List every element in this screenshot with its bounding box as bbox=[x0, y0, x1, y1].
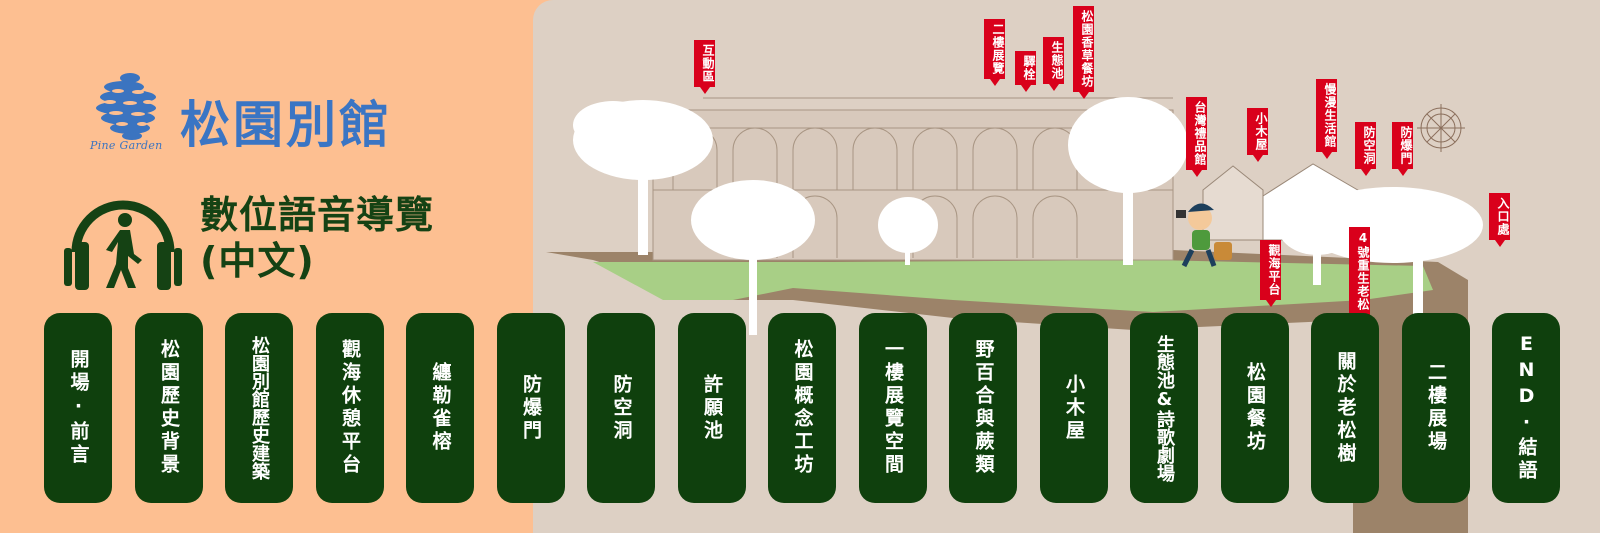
map-marker-herb-restaurant[interactable]: 松園香草餐坊 bbox=[1073, 6, 1094, 99]
map-marker-yi-shuan[interactable]: 驛栓 bbox=[1015, 51, 1036, 92]
guide-title-main: 數位語音導覽 bbox=[200, 193, 435, 237]
chapter-button-historic-building[interactable]: 松園別館歷史建築 bbox=[225, 313, 293, 503]
chapter-button-ending[interactable]: END·結語 bbox=[1492, 313, 1560, 503]
chapter-button-concept-workshop[interactable]: 松園概念工坊 bbox=[768, 313, 836, 503]
guide-title-language: (中文) bbox=[200, 239, 315, 284]
map-marker-blast-door[interactable]: 防爆門 bbox=[1392, 122, 1413, 176]
chapter-button-air-raid-shelter[interactable]: 防空洞 bbox=[587, 313, 655, 503]
chapter-button-opening[interactable]: 開場·前言 bbox=[44, 313, 112, 503]
guide-title: 數位語音導覽 (中文) bbox=[200, 192, 434, 285]
chapter-button-second-floor-exhibit[interactable]: 二樓展場 bbox=[1401, 313, 1470, 503]
brand-title: 松園別館 bbox=[180, 96, 392, 154]
map-marker-air-raid-shelter[interactable]: 防空洞 bbox=[1355, 122, 1376, 176]
chapter-button-wishing-pond[interactable]: 許願池 bbox=[677, 313, 746, 503]
chapter-button-strangler-fig[interactable]: 纏勒雀榕 bbox=[406, 313, 474, 503]
chapter-button-about-old-pines[interactable]: 關於老松樹 bbox=[1311, 313, 1379, 503]
logo-subtitle: Pine Garden bbox=[90, 139, 163, 152]
chapter-button-log-cabin[interactable]: 小木屋 bbox=[1039, 313, 1108, 503]
compass-rose-icon bbox=[1417, 104, 1465, 152]
map-marker-reborn-pine-4[interactable]: 4號重生老松 bbox=[1349, 227, 1370, 315]
map-marker-sea-view-platform[interactable]: 觀海平台 bbox=[1260, 240, 1281, 307]
chapter-button-history-background[interactable]: 松園歷史背景 bbox=[134, 313, 203, 503]
map-marker-slow-life-hall[interactable]: 慢漫生活館 bbox=[1316, 79, 1337, 159]
map-marker-entrance[interactable]: 入口處 bbox=[1489, 193, 1510, 247]
map-marker-log-cabin[interactable]: 小木屋 bbox=[1247, 108, 1268, 162]
pine-cone-logo-icon bbox=[96, 73, 156, 140]
headphones-walking-person-icon bbox=[64, 200, 182, 290]
chapter-button-first-floor-exhibit[interactable]: 一樓展覽空間 bbox=[858, 313, 927, 503]
chapter-button-lily-and-ferns[interactable]: 野百合與蕨類 bbox=[949, 313, 1017, 503]
map-marker-second-floor-exhibit[interactable]: 二樓展覽 bbox=[984, 19, 1005, 86]
tourist-character-icon bbox=[1176, 203, 1232, 268]
map-marker-gift-shop[interactable]: 台灣禮品館 bbox=[1186, 97, 1207, 177]
chapter-button-row: 開場·前言 松園歷史背景 松園別館歷史建築 觀海休憩平台 纏勒雀榕 防爆門 防空… bbox=[44, 313, 1564, 503]
map-marker-ecology-pond[interactable]: 生態池 bbox=[1043, 37, 1064, 91]
map-marker-interactive-area[interactable]: 互動區 bbox=[694, 40, 715, 94]
chapter-button-ecology-pond-poetry-theater[interactable]: 生態池&詩歌劇場 bbox=[1130, 313, 1198, 503]
chapter-button-restaurant[interactable]: 松園餐坊 bbox=[1220, 313, 1289, 503]
chapter-button-sea-view-rest-platform[interactable]: 觀海休憩平台 bbox=[315, 313, 384, 503]
chapter-button-blast-door[interactable]: 防爆門 bbox=[496, 313, 565, 503]
